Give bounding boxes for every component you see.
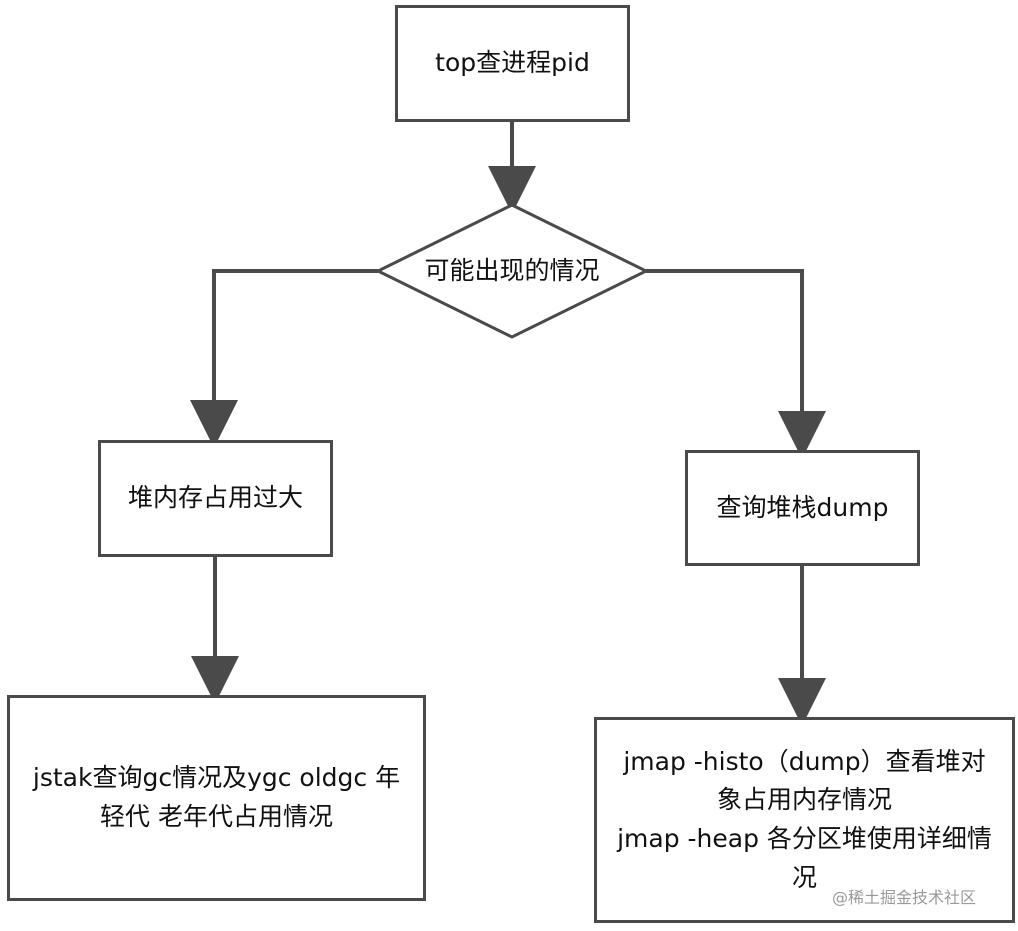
heap-usage-box: 堆内存占用过大 [98,440,333,557]
top-process-label: top查进程pid [435,48,590,78]
arrow-decision-to-left [190,269,378,448]
arrow-decision-to-right [646,269,826,459]
jmap-details-content: jmap -histo（dump）查看堆对象占用内存情况 jmap -heap … [613,743,996,898]
gc-status-label: jstak查询gc情况及ygc oldgc 年轻代 老年代占用情况 [32,763,401,831]
jmap-histo-label: jmap -histo（dump）查看堆对象占用内存情况 [623,746,986,815]
jmap-details-box: jmap -histo（dump）查看堆对象占用内存情况 jmap -heap … [594,717,1015,923]
top-process-box: top查进程pid [395,5,630,122]
jmap-heap-label: jmap -heap 各分区堆使用详细情况 [617,824,992,892]
watermark: @稀土掘金技术社区 [832,888,977,907]
decision-diamond-shape [374,203,650,339]
decision-label-wrap: 可能出现的情况 [403,226,621,316]
stack-dump-label: 查询堆栈dump [716,492,889,522]
decision-label: 可能出现的情况 [424,255,600,285]
gc-status-box: jstak查询gc情况及ygc oldgc 年轻代 老年代占用情况 [7,695,426,901]
heap-usage-label: 堆内存占用过大 [127,483,303,513]
stack-dump-box: 查询堆栈dump [685,450,920,566]
